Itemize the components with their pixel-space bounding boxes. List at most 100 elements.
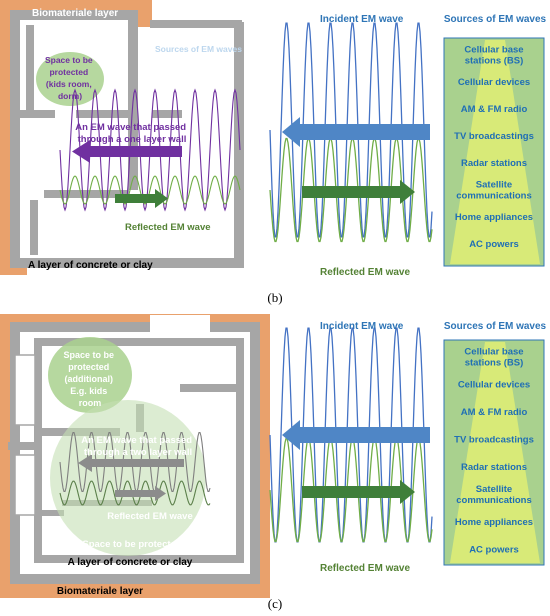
room-left2-c	[14, 454, 36, 516]
source-item-line-b-3-1: AM & FM radio	[461, 104, 528, 115]
protected-additional-line-c-4: E.g. kids	[70, 386, 107, 396]
passed-wave-line-b-2: through a one layer wall	[78, 134, 187, 145]
reflected-outside-label-c: Reflected EM wave	[320, 563, 410, 574]
passed-wave-label-c: An EM wave that passed through a two lay…	[81, 435, 195, 458]
source-item-line-b-1-2: stations (BS)	[465, 56, 524, 67]
incident-wave-path-b	[269, 22, 433, 238]
source-item-c-3: AM & FM radio	[461, 407, 528, 418]
caption-c: (c)	[268, 596, 282, 611]
protected-space-line-b-4: dorm)	[58, 91, 82, 101]
source-item-c-8: AC powers	[469, 545, 519, 556]
passed-wave-line-c-1: An EM wave that passed	[81, 435, 192, 446]
passed-wave-line-c-2: through a two layer wall	[84, 447, 192, 458]
source-item-c-5: Radar stations	[461, 462, 527, 473]
inner-reflected-arrow-c	[115, 486, 166, 501]
reflected-wave-path-b	[269, 137, 433, 243]
source-item-c-4: TV broadcastings	[454, 435, 534, 446]
source-item-b-7: Home appliances	[455, 212, 533, 223]
protected-zone-halo-c	[50, 400, 206, 556]
protected-additional-line-c-2: protected	[68, 362, 109, 372]
source-item-b-4: TV broadcastings	[454, 131, 534, 142]
source-item-line-b-4-1: TV broadcastings	[454, 131, 534, 142]
biomaterial-layer-label-c: Biomateriale layer	[57, 586, 143, 597]
source-item-line-c-3-1: AM & FM radio	[461, 407, 528, 418]
sources-box-b	[443, 37, 545, 267]
incident-label-b: Incident EM wave	[320, 14, 404, 25]
source-item-b-2: Cellular devices	[458, 77, 530, 88]
source-item-line-c-1-2: stations (BS)	[465, 358, 524, 369]
source-item-c-7: Home appliances	[455, 517, 533, 528]
source-item-line-b-6-1: Satellite	[476, 180, 512, 191]
protected-additional-line-c-1: Space to be	[63, 350, 114, 360]
protected-additional-label-c: Space to be protected (additional) E.g. …	[63, 350, 116, 408]
reflected-outside-label-b: Reflected EM wave	[320, 267, 410, 278]
source-item-line-c-2-1: Cellular devices	[458, 380, 530, 391]
biomaterial-layer-label-b: Biomateriale layer	[32, 8, 118, 19]
inner-reflected-arrow-b	[115, 189, 168, 208]
source-item-c-2: Cellular devices	[458, 380, 530, 391]
protected-space-line-b-2: protected	[49, 67, 88, 77]
source-item-line-c-7-1: Home appliances	[455, 517, 533, 528]
protected-space-line-b-1: Space to be	[45, 55, 93, 65]
incident-label-c: Incident EM wave	[320, 321, 404, 332]
reflected-arrow-c	[302, 480, 415, 504]
protected-space-oval-b	[36, 52, 104, 106]
source-item-line-c-1-1: Cellular base	[464, 347, 523, 358]
faded-sources-label-b: Sources of EM waves	[155, 44, 242, 54]
source-item-line-b-1-1: Cellular base	[464, 45, 523, 56]
protected-space-label-c: Space to be protected	[82, 539, 181, 550]
concrete-label-c: A layer of concrete or clay	[68, 557, 193, 568]
passed-wave-label-b: An EM wave that passed through a one lay…	[75, 122, 189, 145]
inner-passed-wave-c	[59, 431, 211, 493]
inner-reflected-wave-b	[59, 175, 241, 205]
concrete-label-b: A layer of concrete or clay	[28, 260, 153, 271]
protected-space-label-b: Space to be protected (kids room, dorm)	[45, 55, 95, 101]
protected-additional-line-c-5: room	[79, 398, 102, 408]
source-beam-c	[450, 342, 540, 563]
source-item-line-b-6-2: communications	[456, 191, 532, 202]
source-item-line-b-5-1: Radar stations	[461, 158, 527, 169]
inner-reflected-wave-c	[59, 480, 211, 506]
sources-title-b: Sources of EM waves	[444, 14, 547, 25]
reflected-wave-b	[269, 137, 433, 243]
incident-arrow-b	[282, 117, 430, 147]
sources-box-c	[443, 339, 545, 566]
protected-space-oval-c	[48, 337, 132, 413]
source-item-b-8: AC powers	[469, 239, 519, 250]
sources-title-c: Sources of EM waves	[444, 321, 547, 332]
passed-wave-arrow-c	[78, 454, 184, 472]
source-item-line-c-5-1: Radar stations	[461, 462, 527, 473]
source-item-line-b-7-1: Home appliances	[455, 212, 533, 223]
building-plan-b	[0, 0, 244, 275]
source-item-line-c-8-1: AC powers	[469, 545, 519, 556]
reflected-arrow-b	[302, 180, 415, 204]
protected-space-line-b-3: (kids room,	[46, 79, 92, 89]
room-left-c	[14, 354, 36, 426]
panel-c: Space to be protected (additional) E.g. …	[0, 314, 547, 611]
panel-b: Biomateriale layer Sources of EM waves S…	[0, 0, 547, 305]
passed-wave-arrow-b	[72, 140, 182, 163]
protected-additional-line-c-3: (additional)	[64, 374, 113, 384]
incident-wave-b	[269, 22, 433, 238]
building-plan-c	[0, 314, 270, 598]
caption-b: (b)	[267, 290, 282, 305]
incident-arrow-c	[282, 420, 430, 450]
reflected-inside-label-b: Reflected EM wave	[125, 222, 211, 233]
passed-wave-line-b-1: An EM wave that passed	[75, 122, 186, 133]
source-item-line-b-2-1: Cellular devices	[458, 77, 530, 88]
source-item-line-c-6-2: communications	[456, 495, 532, 506]
inner-passed-wave-path-c	[59, 431, 211, 493]
source-item-b-3: AM & FM radio	[461, 104, 528, 115]
source-item-b-5: Radar stations	[461, 158, 527, 169]
source-item-line-c-6-1: Satellite	[476, 484, 512, 495]
inner-reflected-wave-path-b	[59, 175, 241, 205]
inner-reflected-wave-path-c	[59, 480, 211, 506]
source-item-line-b-8-1: AC powers	[469, 239, 519, 250]
